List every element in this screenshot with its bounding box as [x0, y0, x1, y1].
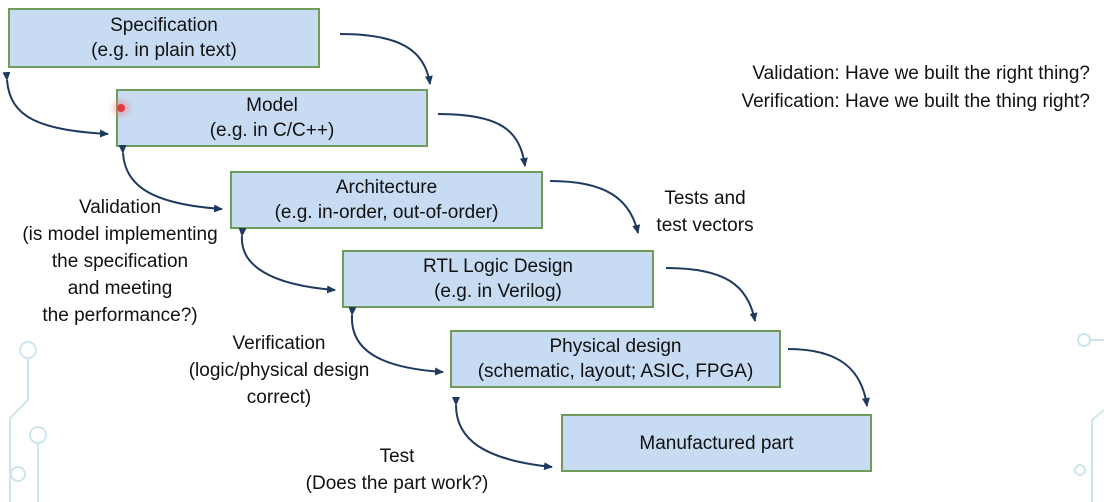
model-subtitle: (e.g. in C/C++): [209, 120, 335, 141]
validation-note-line: (is model implementing: [22, 224, 218, 245]
validation-note: Validation (is model implementing the sp…: [2, 194, 238, 329]
arrow-validation-spec-model: [2, 71, 109, 138]
verification-note: Verification (logic/physical design corr…: [168, 330, 390, 411]
architecture-box: Architecture (e.g. in-order, out-of-orde…: [230, 171, 543, 229]
laser-pointer-dot: [117, 104, 125, 112]
validation-note-line: Validation: [78, 197, 162, 218]
legend-validation: Validation: Have we built the right thin…: [752, 63, 1090, 84]
verification-note-line: correct): [246, 387, 312, 408]
arrow-rtl-to-physical: [665, 267, 758, 322]
specification-subtitle: (e.g. in plain text): [91, 40, 237, 61]
test-note-line: (Does the part work?): [305, 473, 489, 494]
arrow-architecture-to-tests: [549, 180, 641, 234]
tests-line2: test vectors: [656, 215, 754, 236]
architecture-subtitle: (e.g. in-order, out-of-order): [274, 202, 499, 223]
arrow-model-to-architecture: [437, 113, 528, 167]
manufactured-part-box: Manufactured part: [561, 414, 872, 472]
model-box: Model (e.g. in C/C++): [116, 89, 428, 147]
arrow-verification-rtl-physical: [348, 306, 444, 376]
test-note: Test (Does the part work?): [284, 443, 510, 497]
verification-note-line: Verification: [232, 333, 326, 354]
arrow-validation-architecture-rtl: [238, 227, 336, 294]
arrow-physical-to-part: [787, 348, 870, 407]
arrow-spec-to-model: [339, 33, 433, 85]
physical-design-title: Physical design: [549, 336, 682, 357]
specification-box: Specification (e.g. in plain text): [8, 8, 320, 68]
rtl-logic-design-subtitle: (e.g. in Verilog): [434, 281, 562, 302]
validation-note-line: and meeting: [67, 278, 173, 299]
test-note-line: Test: [379, 446, 415, 467]
model-title: Model: [246, 95, 298, 116]
validation-note-line: the performance?): [42, 305, 198, 326]
architecture-title: Architecture: [335, 177, 438, 198]
tests-line1: Tests and: [664, 188, 746, 209]
legend-verification: Verification: Have we built the thing ri…: [741, 91, 1090, 112]
physical-design-subtitle: (schematic, layout; ASIC, FPGA): [477, 361, 754, 382]
physical-design-box: Physical design (schematic, layout; ASIC…: [450, 330, 781, 388]
arrow-test-physical-part: [451, 396, 553, 471]
verification-note-line: (logic/physical design: [188, 360, 370, 381]
rtl-logic-design-title: RTL Logic Design: [423, 256, 573, 277]
specification-title: Specification: [110, 15, 218, 36]
manufactured-part-title: Manufactured part: [639, 432, 794, 454]
tests-label: Tests and test vectors: [640, 185, 770, 239]
arrow-validation-model-architecture: [118, 144, 223, 213]
legend: Validation: Have we built the right thin…: [741, 60, 1090, 116]
rtl-logic-design-box: RTL Logic Design (e.g. in Verilog): [342, 250, 654, 308]
validation-note-line: the specification: [51, 251, 189, 272]
